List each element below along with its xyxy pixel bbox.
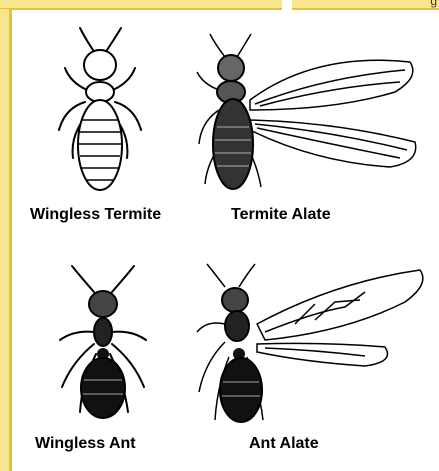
header-bar-left — [0, 0, 282, 10]
caption-wingless-termite: Wingless Termite — [30, 206, 161, 224]
header-glyph: g — [430, 0, 437, 8]
termite-alate-illustration — [195, 32, 425, 197]
caption-ant-alate: Ant Alate — [249, 435, 319, 453]
wingless-ant-illustration — [50, 262, 160, 430]
header-bar-right: g — [292, 0, 439, 10]
ant-alate-illustration — [195, 262, 435, 430]
left-margin-rule — [0, 9, 12, 471]
caption-termite-alate: Termite Alate — [231, 206, 331, 224]
wingless-termite-illustration — [45, 20, 155, 200]
caption-wingless-ant: Wingless Ant — [35, 435, 136, 453]
